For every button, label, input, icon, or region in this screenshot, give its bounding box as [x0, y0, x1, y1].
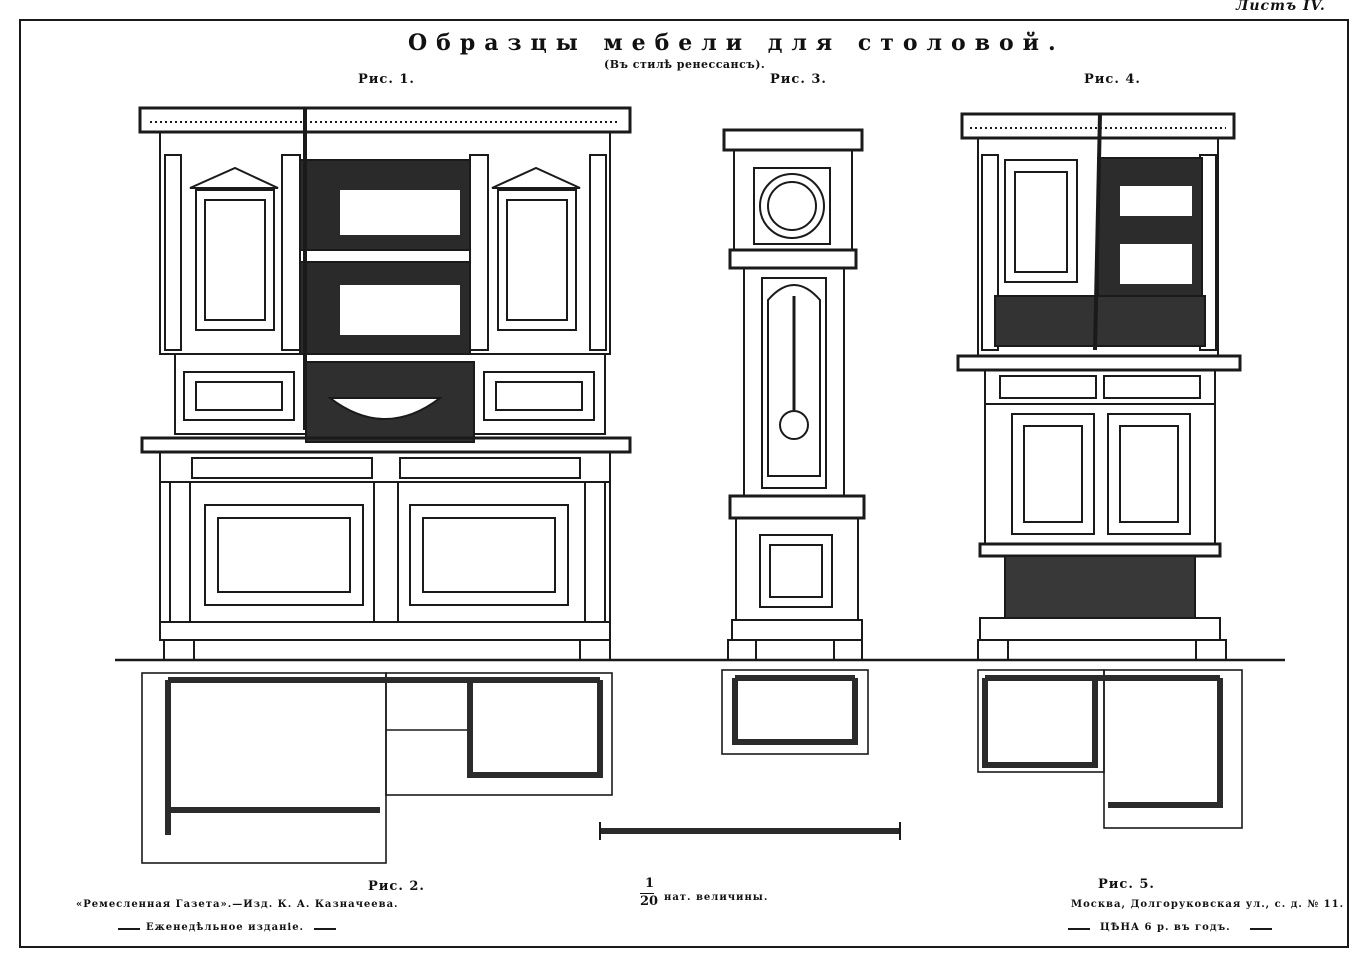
scale-numerator: 1 — [645, 876, 655, 891]
scale-bar — [599, 822, 901, 840]
clock-drawing — [722, 128, 866, 661]
scale-label: нат. величины. — [664, 892, 769, 903]
scale-fraction-bar — [640, 893, 654, 894]
buffet-drawing — [138, 106, 632, 661]
publisher-line: «Ремесленная Газета».—Изд. К. А. Казначе… — [76, 899, 399, 910]
figure-5-label: Рис. 5. — [1098, 877, 1155, 892]
figure-2-label: Рис. 2. — [368, 879, 425, 894]
page-title: Образцы мебели для столовой. — [408, 30, 1065, 56]
sheet-number: Листъ IV. — [1236, 0, 1326, 14]
page-subtitle: (Въ стилѣ ренессансъ). — [604, 58, 766, 71]
figure-3-label: Рис. 3. — [770, 72, 827, 87]
address-line: Москва, Долгоруковская ул., с. д. № 11. — [1071, 899, 1345, 910]
plan-drawings — [141, 669, 1243, 864]
cabinet-drawing — [956, 112, 1242, 661]
figure-1-label: Рис. 1. — [358, 72, 415, 87]
edition-line: Еженедѣльное изданіе. — [146, 922, 305, 933]
sheet-border — [19, 19, 1349, 948]
price-line: ЦѢНА 6 р. въ годъ. — [1100, 922, 1231, 933]
figure-4-label: Рис. 4. — [1084, 72, 1141, 87]
scale-denominator: 20 — [640, 894, 659, 909]
